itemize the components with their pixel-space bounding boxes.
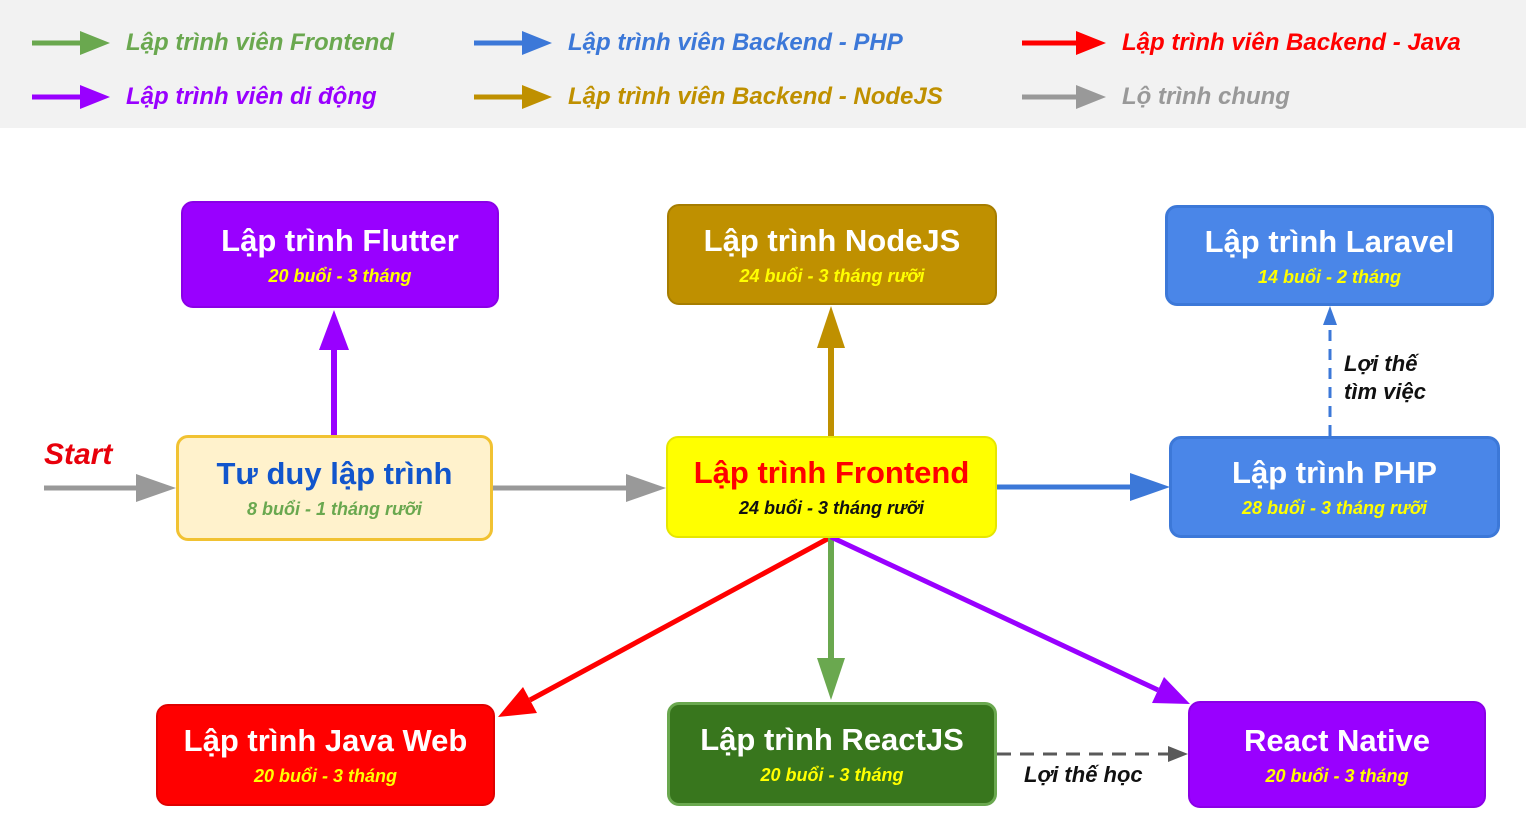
legend-label-mobile: Lập trình viên di động: [126, 83, 377, 110]
legend-label-backend-nodejs: Lập trình viên Backend - NodeJS: [568, 83, 943, 110]
arrow-frontend-to-php-head: [1130, 473, 1170, 501]
node-java-web-title: Lập trình Java Web: [183, 723, 468, 758]
arrow-reactjs-to-react-native-head: [1168, 746, 1188, 762]
node-reactjs[interactable]: Lập trình ReactJS 20 buổi - 3 tháng: [667, 702, 997, 806]
arrow-frontend-to-react-native-head: [1152, 677, 1190, 704]
note-job-advantage-line-1: Lợi thế: [1344, 351, 1418, 376]
node-laravel[interactable]: Lập trình Laravel 14 buổi - 2 tháng: [1165, 205, 1494, 306]
node-flutter[interactable]: Lập trình Flutter 20 buổi - 3 tháng: [181, 201, 499, 308]
legend-item-backend-java: Lập trình viên Backend - Java: [1022, 29, 1461, 57]
legend-item-backend-nodejs: Lập trình viên Backend - NodeJS: [474, 83, 943, 111]
node-java-web[interactable]: Lập trình Java Web 20 buổi - 3 tháng: [156, 704, 495, 806]
node-react-native-duration: 20 buổi - 3 tháng: [1265, 765, 1409, 786]
node-nodejs[interactable]: Lập trình NodeJS 24 buổi - 3 tháng rưỡi: [667, 204, 997, 305]
node-reactjs-title: Lập trình ReactJS: [700, 722, 964, 757]
node-nodejs-duration: 24 buổi - 3 tháng rưỡi: [739, 265, 925, 286]
arrow-php-to-laravel-head: [1323, 306, 1337, 325]
legend-item-backend-php: Lập trình viên Backend - PHP: [474, 29, 903, 57]
note-job-advantage: Lợi thế tìm việc: [1344, 350, 1426, 406]
node-frontend-duration: 24 buổi - 3 tháng rưỡi: [739, 498, 924, 518]
node-frontend-title: Lập trình Frontend: [693, 455, 970, 490]
node-nodejs-title: Lập trình NodeJS: [703, 222, 961, 258]
legend-label-common: Lộ trình chung: [1122, 83, 1290, 110]
purple-arrow-icon: [32, 85, 110, 109]
node-laravel-duration: 14 buổi - 2 tháng: [1257, 266, 1401, 287]
legend-item-frontend: Lập trình viên Frontend: [32, 29, 394, 57]
arrow-frontend-to-javaweb-head: [498, 687, 537, 717]
legend-label-backend-java: Lập trình viên Backend - Java: [1122, 29, 1461, 56]
node-laravel-title: Lập trình Laravel: [1204, 223, 1455, 259]
red-arrow-icon: [1022, 31, 1106, 55]
start-arrow-head: [136, 474, 176, 502]
gray-arrow-icon: [1022, 85, 1106, 109]
arrow-tuduy-to-flutter-head: [319, 310, 349, 350]
arrow-frontend-to-react-native: [829, 534, 1160, 693]
node-tu-duy[interactable]: Tư duy lập trình 8 buổi - 1 tháng rưỡi: [176, 435, 493, 541]
node-frontend[interactable]: Lập trình Frontend 24 buổi - 3 tháng rưỡ…: [666, 436, 997, 538]
node-reactjs-duration: 20 buổi - 3 tháng: [760, 765, 904, 785]
node-tu-duy-title: Tư duy lập trình: [216, 456, 453, 491]
arrow-frontend-to-nodejs-head: [817, 306, 845, 348]
node-flutter-duration: 20 buổi - 3 tháng: [268, 265, 412, 286]
note-learn-advantage: Lợi thế học: [1024, 762, 1143, 787]
arrow-frontend-to-javaweb: [528, 534, 833, 703]
node-php[interactable]: Lập trình PHP 28 buổi - 3 tháng rưỡi: [1169, 436, 1500, 538]
start-label: Start: [44, 438, 113, 471]
blue-arrow-icon: [474, 31, 552, 55]
legend-label-frontend: Lập trình viên Frontend: [126, 29, 394, 56]
note-job-advantage-line-2: tìm việc: [1344, 379, 1426, 404]
node-php-title: Lập trình PHP: [1232, 455, 1437, 490]
node-react-native[interactable]: React Native 20 buổi - 3 tháng: [1188, 701, 1486, 808]
legend-panel: Lập trình viên Frontend Lập trình viên B…: [0, 0, 1526, 128]
node-tu-duy-duration: 8 buổi - 1 tháng rưỡi: [247, 499, 422, 519]
legend-label-backend-php: Lập trình viên Backend - PHP: [568, 29, 903, 56]
legend-item-mobile: Lập trình viên di động: [32, 83, 377, 111]
arrow-frontend-to-reactjs-head: [817, 658, 845, 700]
green-arrow-icon: [32, 31, 110, 55]
node-flutter-title: Lập trình Flutter: [221, 222, 459, 258]
gold-arrow-icon: [474, 85, 552, 109]
node-php-duration: 28 buổi - 3 tháng rưỡi: [1242, 498, 1427, 518]
legend-item-common: Lộ trình chung: [1022, 83, 1290, 111]
node-react-native-title: React Native: [1243, 722, 1431, 758]
node-java-web-duration: 20 buổi - 3 tháng: [253, 766, 397, 786]
arrow-tuduy-to-frontend-head: [626, 474, 666, 502]
